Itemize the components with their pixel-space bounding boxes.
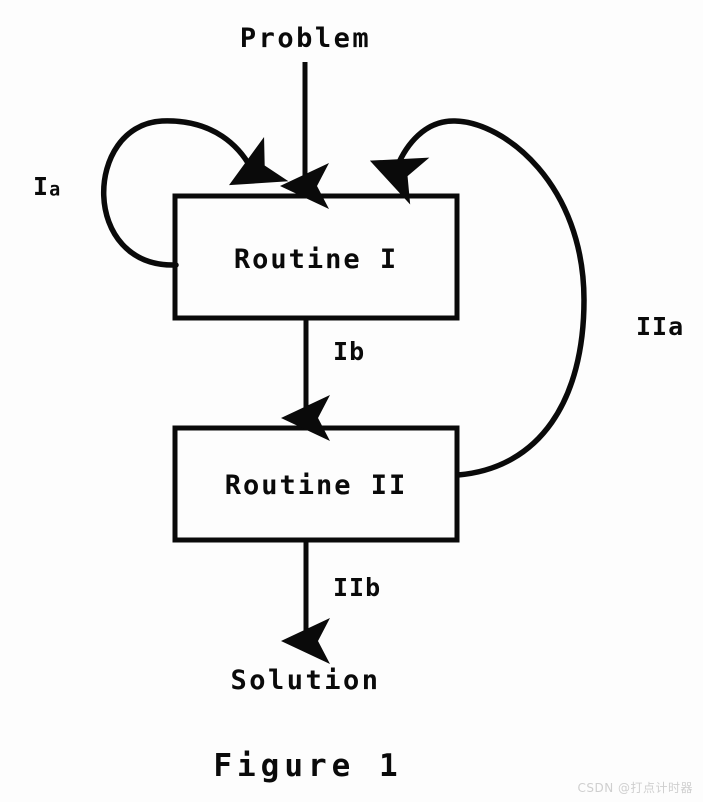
csdn-watermark: CSDN @打点计时器: [577, 781, 693, 795]
edge-label-iib-sub: b: [365, 573, 382, 602]
edge-label-iia-sub: a: [668, 312, 685, 341]
node-routine-2-label: Routine II: [224, 470, 408, 501]
edge-label-ia: Ia: [33, 172, 61, 201]
edge-label-ib-sub: b: [349, 337, 366, 366]
terminal-problem-label: Problem: [239, 23, 372, 54]
edge-label-iib-main: II: [333, 573, 366, 602]
edge-label-ib: Ib: [333, 337, 365, 366]
edge-label-ib-main: I: [333, 337, 350, 366]
edge-label-ia-sub: a: [49, 179, 62, 201]
figure-caption: Figure 1: [213, 748, 403, 784]
edge-label-iia: IIa: [636, 312, 684, 341]
edge-routine-1-self-loop-curve: [101, 118, 289, 268]
edge-label-ia-main: I: [33, 172, 50, 201]
terminal-solution-label: Solution: [230, 665, 381, 696]
edge-routine-2-to-routine-1-curve: [369, 118, 587, 478]
node-routine-1-label: Routine I: [233, 244, 399, 275]
edge-label-iib: IIb: [333, 573, 381, 602]
edge-label-iia-main: II: [636, 312, 669, 341]
